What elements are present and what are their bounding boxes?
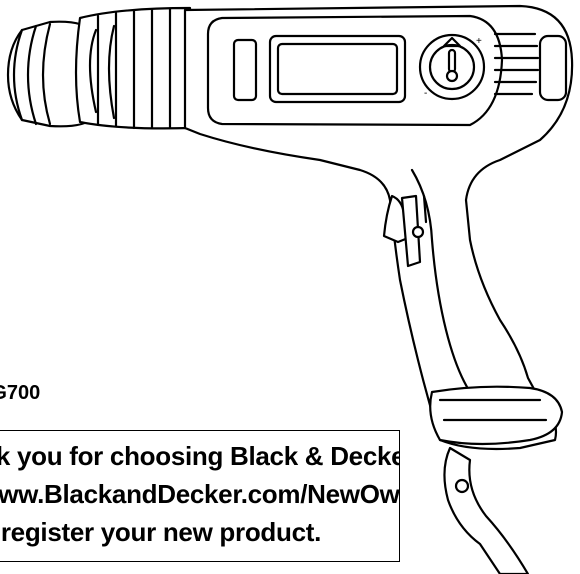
banner-line-register: to register your new product. bbox=[0, 517, 322, 547]
handle-base bbox=[429, 385, 564, 446]
barrel bbox=[74, 6, 192, 130]
svg-text:-: - bbox=[424, 88, 427, 99]
handle-grip bbox=[410, 168, 472, 394]
vent-grille bbox=[493, 32, 540, 96]
svg-text:+: + bbox=[476, 36, 482, 47]
banner-line-thanks: Thank you for choosing Black & Decker! bbox=[0, 441, 399, 471]
rear-cap bbox=[538, 34, 568, 102]
power-cord bbox=[443, 446, 530, 574]
model-number: PG700 bbox=[0, 382, 41, 404]
nozzle bbox=[6, 20, 94, 128]
welcome-banner: Thank you for choosing Black & Decker! G… bbox=[0, 430, 400, 562]
banner-line-url[interactable]: Go to www.BlackandDecker.com/NewOwner bbox=[0, 479, 400, 509]
temperature-dial: + - bbox=[418, 33, 486, 101]
side-slot bbox=[232, 38, 258, 102]
